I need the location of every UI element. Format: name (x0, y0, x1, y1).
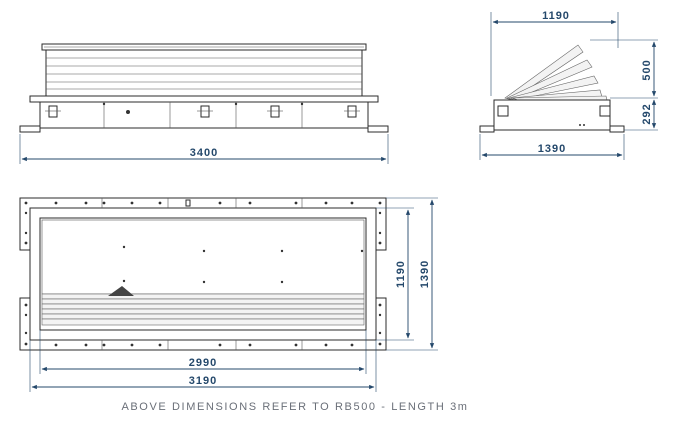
side-elevation-view (19, 43, 389, 133)
open-louvre-slats (504, 44, 608, 102)
dimension-end-width-bottom: 1390 (479, 134, 625, 160)
dimension-label-1190-plan: 1190 (395, 260, 407, 288)
dimension-label-3400: 3400 (190, 147, 218, 159)
plan-view (19, 197, 387, 351)
dimension-plan-outer-length: 3190 (29, 340, 377, 392)
hinge-bracket (267, 105, 283, 118)
dimension-plan-outer-width: 1390 (386, 197, 438, 351)
dimension-label-1390-bottom: 1390 (538, 143, 566, 155)
dimension-end-open-height: 500 (590, 39, 658, 99)
dimension-side-length: 3400 (19, 134, 389, 164)
dimension-end-base-height: 292 (624, 99, 658, 131)
hinge-bracket (344, 105, 360, 118)
dimension-label-3190: 3190 (189, 375, 217, 387)
hinge-bracket (197, 105, 213, 118)
hinge-bracket (45, 105, 61, 118)
end-elevation-view (479, 44, 625, 133)
vent-marker (108, 286, 134, 296)
dimension-label-1390-plan: 1390 (419, 260, 431, 288)
dimension-plan-inner-width: 1190 (376, 207, 414, 341)
dimension-label-1190-top: 1190 (542, 10, 570, 22)
dimension-label-292: 292 (641, 103, 653, 124)
caption-text: ABOVE DIMENSIONS REFER TO RB500 - LENGTH… (121, 401, 468, 413)
dimension-label-2990: 2990 (189, 357, 217, 369)
bolt-holes (24, 201, 382, 347)
dimension-label-500: 500 (641, 59, 653, 80)
dimension-plan-inner-length: 2990 (39, 330, 367, 374)
dimension-end-width-top: 1190 (490, 10, 619, 96)
